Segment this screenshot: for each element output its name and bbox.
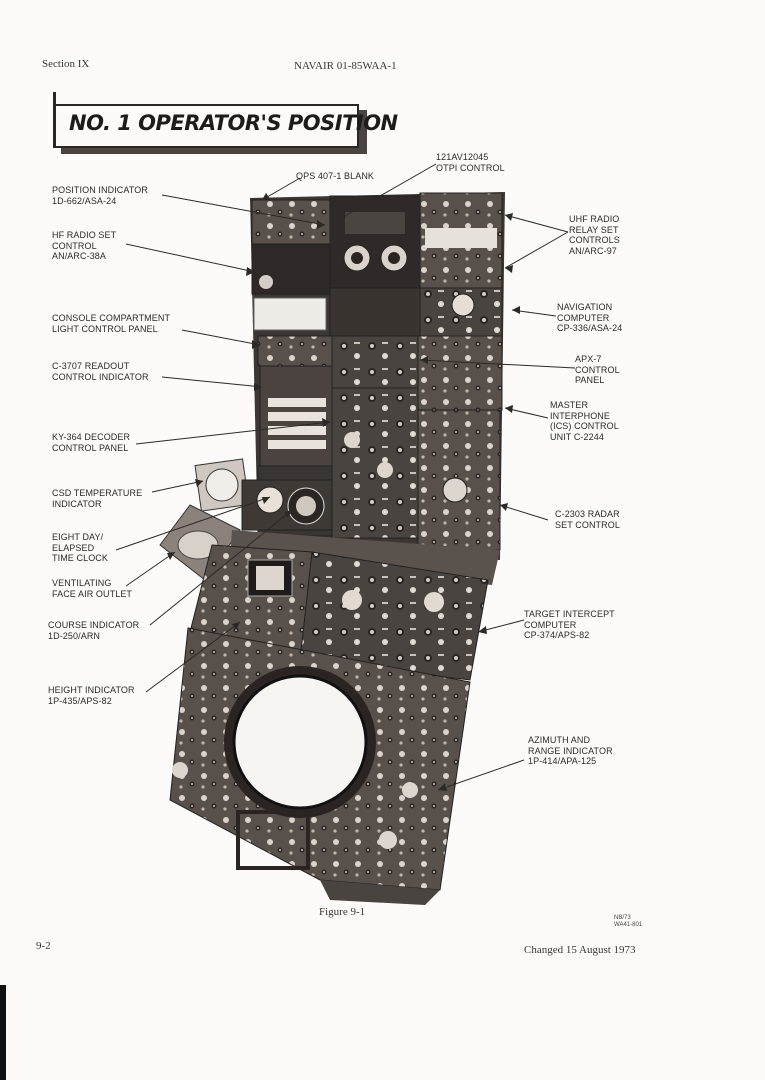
change-date: Changed 15 August 1973 <box>524 944 636 956</box>
document-number: NAVAIR 01-85WAA-1 <box>294 60 397 72</box>
title-box: NO. 1 OPERATOR'S POSITION <box>53 92 398 148</box>
page-title: NO. 1 OPERATOR'S POSITION <box>69 111 398 135</box>
figure-caption: Figure 9-1 <box>319 906 366 918</box>
callout-qps-blank: QPS 407-1 BLANK <box>296 171 375 181</box>
section-label: Section IX <box>42 58 90 70</box>
page-number: 9-2 <box>36 940 51 952</box>
scan-edge <box>0 985 6 1080</box>
